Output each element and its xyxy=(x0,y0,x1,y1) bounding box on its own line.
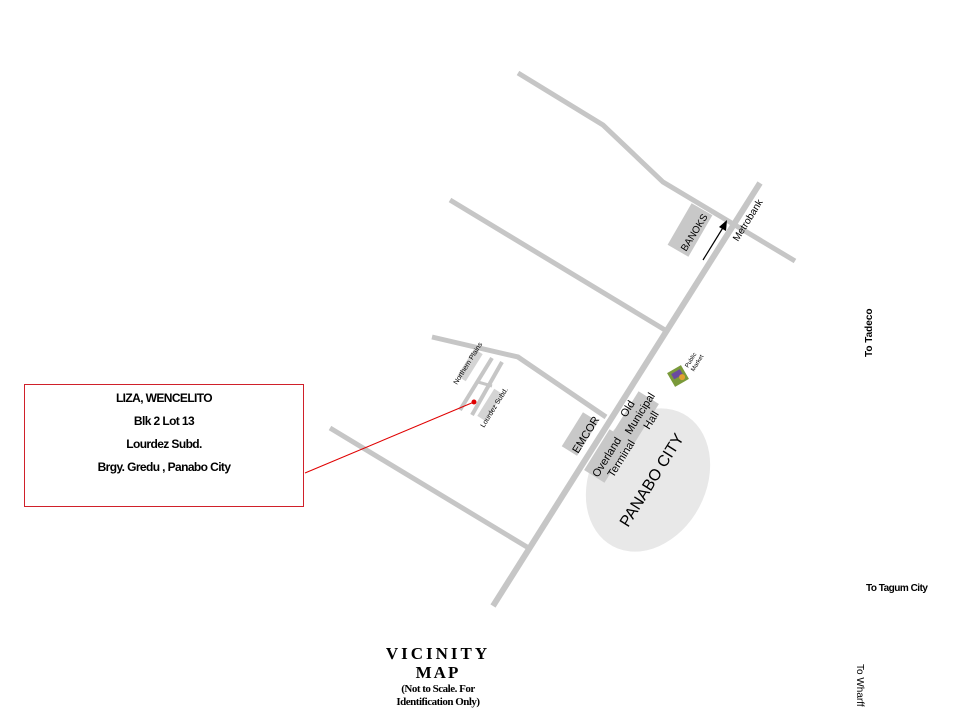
map-title: VICINITY MAP (Not to Scale. For Identifi… xyxy=(360,645,516,709)
public-market-icon xyxy=(667,365,689,387)
label-public-market: PublicMarket xyxy=(685,350,706,373)
owner-info-box: LIZA, WENCELITO Blk 2 Lot 13 Lourdez Sub… xyxy=(24,384,304,507)
road-northwest xyxy=(448,197,667,333)
direction-arrow xyxy=(702,220,727,261)
title-note-2: Identification Only) xyxy=(396,696,480,708)
building-blocks xyxy=(457,203,713,483)
title-note-1: (Not to Scale. For xyxy=(401,683,475,695)
location-marker xyxy=(471,399,477,405)
road-southwest xyxy=(328,425,529,550)
owner-name: LIZA, WENCELITO xyxy=(115,391,213,405)
title-line-2: MAP xyxy=(415,663,461,682)
road-northern-plains xyxy=(431,334,608,420)
label-to-tagum-city: To Tagum City xyxy=(866,583,928,594)
title-line-1: VICINITY xyxy=(385,644,491,663)
road-north xyxy=(516,70,797,264)
subdivision: Lourdez Subd. xyxy=(126,437,202,451)
block-lot: Blk 2 Lot 13 xyxy=(133,414,195,428)
label-to-tadeco: To Tadeco xyxy=(864,308,875,357)
road-highway xyxy=(490,181,763,608)
pointer-line xyxy=(304,401,475,474)
label-to-wharf: To Wharff xyxy=(854,664,865,707)
barangay-address: Brgy. Gredu , Panabo City xyxy=(97,460,231,474)
subdivision-streets xyxy=(458,356,504,416)
